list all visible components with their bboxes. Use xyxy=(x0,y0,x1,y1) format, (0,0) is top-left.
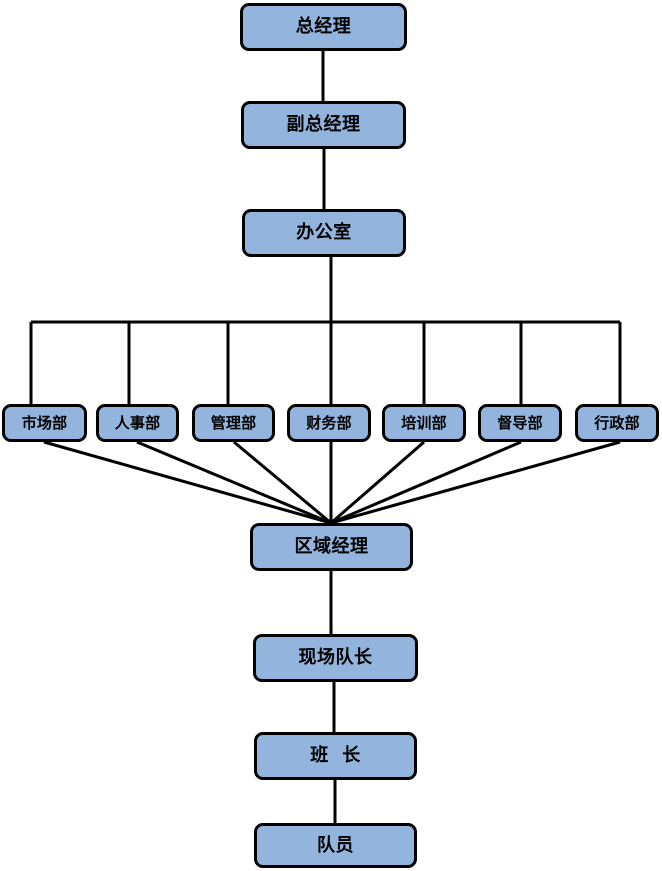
node-label-dept-marketing: 市场部 xyxy=(21,413,68,432)
node-label-squad-leader: 班 长 xyxy=(310,745,361,766)
node-dept-management[interactable]: 管理部 xyxy=(192,404,275,442)
node-label-dept-supervision: 督导部 xyxy=(497,413,543,432)
node-label-regional-manager: 区域经理 xyxy=(294,536,369,557)
node-general-manager[interactable]: 总经理 xyxy=(240,3,407,51)
node-squad-leader[interactable]: 班 长 xyxy=(254,732,417,780)
node-dept-administration[interactable]: 行政部 xyxy=(575,404,659,442)
node-label-dept-hr: 人事部 xyxy=(114,413,161,432)
node-regional-manager[interactable]: 区域经理 xyxy=(250,523,413,571)
node-office[interactable]: 办公室 xyxy=(242,209,406,257)
node-team-member[interactable]: 队员 xyxy=(254,823,417,868)
node-label-dept-management: 管理部 xyxy=(210,413,257,432)
edge-administration-to-regional xyxy=(330,440,621,525)
node-label-office: 办公室 xyxy=(296,222,352,243)
node-dept-training[interactable]: 培训部 xyxy=(382,404,466,442)
edge-training-to-regional xyxy=(330,440,425,525)
node-label-team-member: 队员 xyxy=(317,834,354,856)
edge-hr-to-regional xyxy=(136,440,332,525)
node-dept-supervision[interactable]: 督导部 xyxy=(478,404,562,442)
node-label-dept-finance: 财务部 xyxy=(306,413,352,432)
node-label-dept-training: 培训部 xyxy=(401,413,447,432)
node-deputy-manager[interactable]: 副总经理 xyxy=(241,101,406,149)
edge-management-to-regional xyxy=(233,440,332,525)
node-label-general-manager: 总经理 xyxy=(295,16,352,37)
node-dept-hr[interactable]: 人事部 xyxy=(96,404,179,442)
edge-marketing-to-regional xyxy=(43,440,332,525)
node-dept-marketing[interactable]: 市场部 xyxy=(2,404,87,442)
node-label-deputy-manager: 副总经理 xyxy=(286,114,361,135)
node-site-captain[interactable]: 现场队长 xyxy=(253,634,418,682)
edge-supervision-to-regional xyxy=(330,440,522,525)
node-label-site-captain: 现场队长 xyxy=(298,647,373,668)
node-label-dept-administration: 行政部 xyxy=(594,413,640,432)
node-dept-finance[interactable]: 财务部 xyxy=(287,404,371,442)
